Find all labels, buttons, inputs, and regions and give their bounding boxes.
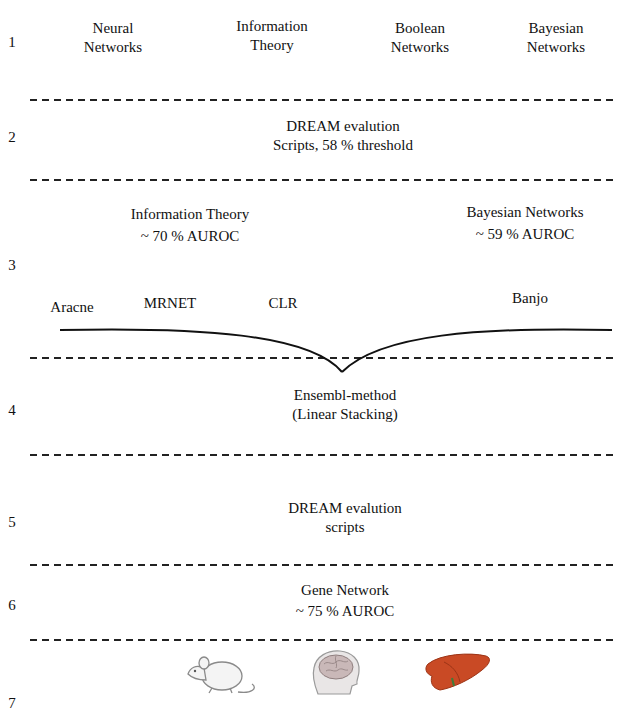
row-divider bbox=[30, 179, 616, 181]
row-divider bbox=[30, 639, 616, 641]
method-family: Information Theory bbox=[232, 17, 312, 55]
row-number: 6 bbox=[8, 596, 16, 615]
merge-curve bbox=[60, 329, 342, 372]
row-divider bbox=[30, 564, 616, 566]
brain-icon bbox=[313, 651, 359, 694]
method-family: Neural Networks bbox=[78, 19, 148, 57]
method-family: Bayesian Networks bbox=[521, 19, 591, 57]
rat-icon bbox=[188, 657, 254, 693]
row-divider bbox=[30, 454, 616, 456]
algorithm-name: Aracne bbox=[50, 298, 93, 317]
algorithm-name: Banjo bbox=[512, 289, 548, 308]
algorithm-name: MRNET bbox=[144, 294, 197, 313]
evaluation-step: DREAM evalution scripts bbox=[278, 499, 413, 537]
score-value: ~ 59 % AUROC bbox=[476, 225, 575, 244]
evaluation-step: DREAM evalution Scripts, 58 % threshold bbox=[267, 117, 419, 155]
result-network: Gene Network bbox=[301, 581, 389, 600]
row-dividers bbox=[30, 100, 616, 640]
row-divider bbox=[30, 99, 616, 101]
score-value: ~ 70 % AUROC bbox=[141, 227, 240, 246]
score-value: ~ 75 % AUROC bbox=[296, 602, 395, 621]
row-number: 4 bbox=[8, 401, 16, 420]
merge-curve bbox=[342, 329, 612, 372]
liver-icon bbox=[426, 654, 490, 690]
row-number: 1 bbox=[8, 33, 16, 52]
row-number: 5 bbox=[8, 513, 16, 532]
algorithm-name: CLR bbox=[268, 294, 297, 313]
method-family: Boolean Networks bbox=[385, 19, 455, 57]
row-number: 7 bbox=[8, 694, 16, 713]
row-number: 3 bbox=[8, 256, 16, 275]
row-number: 2 bbox=[8, 128, 16, 147]
merge-bracket bbox=[60, 329, 612, 372]
ensemble-step: Ensembl-method (Linear Stacking) bbox=[288, 386, 403, 424]
family-result: Bayesian Networks bbox=[466, 203, 583, 222]
family-result: Information Theory bbox=[131, 205, 249, 224]
